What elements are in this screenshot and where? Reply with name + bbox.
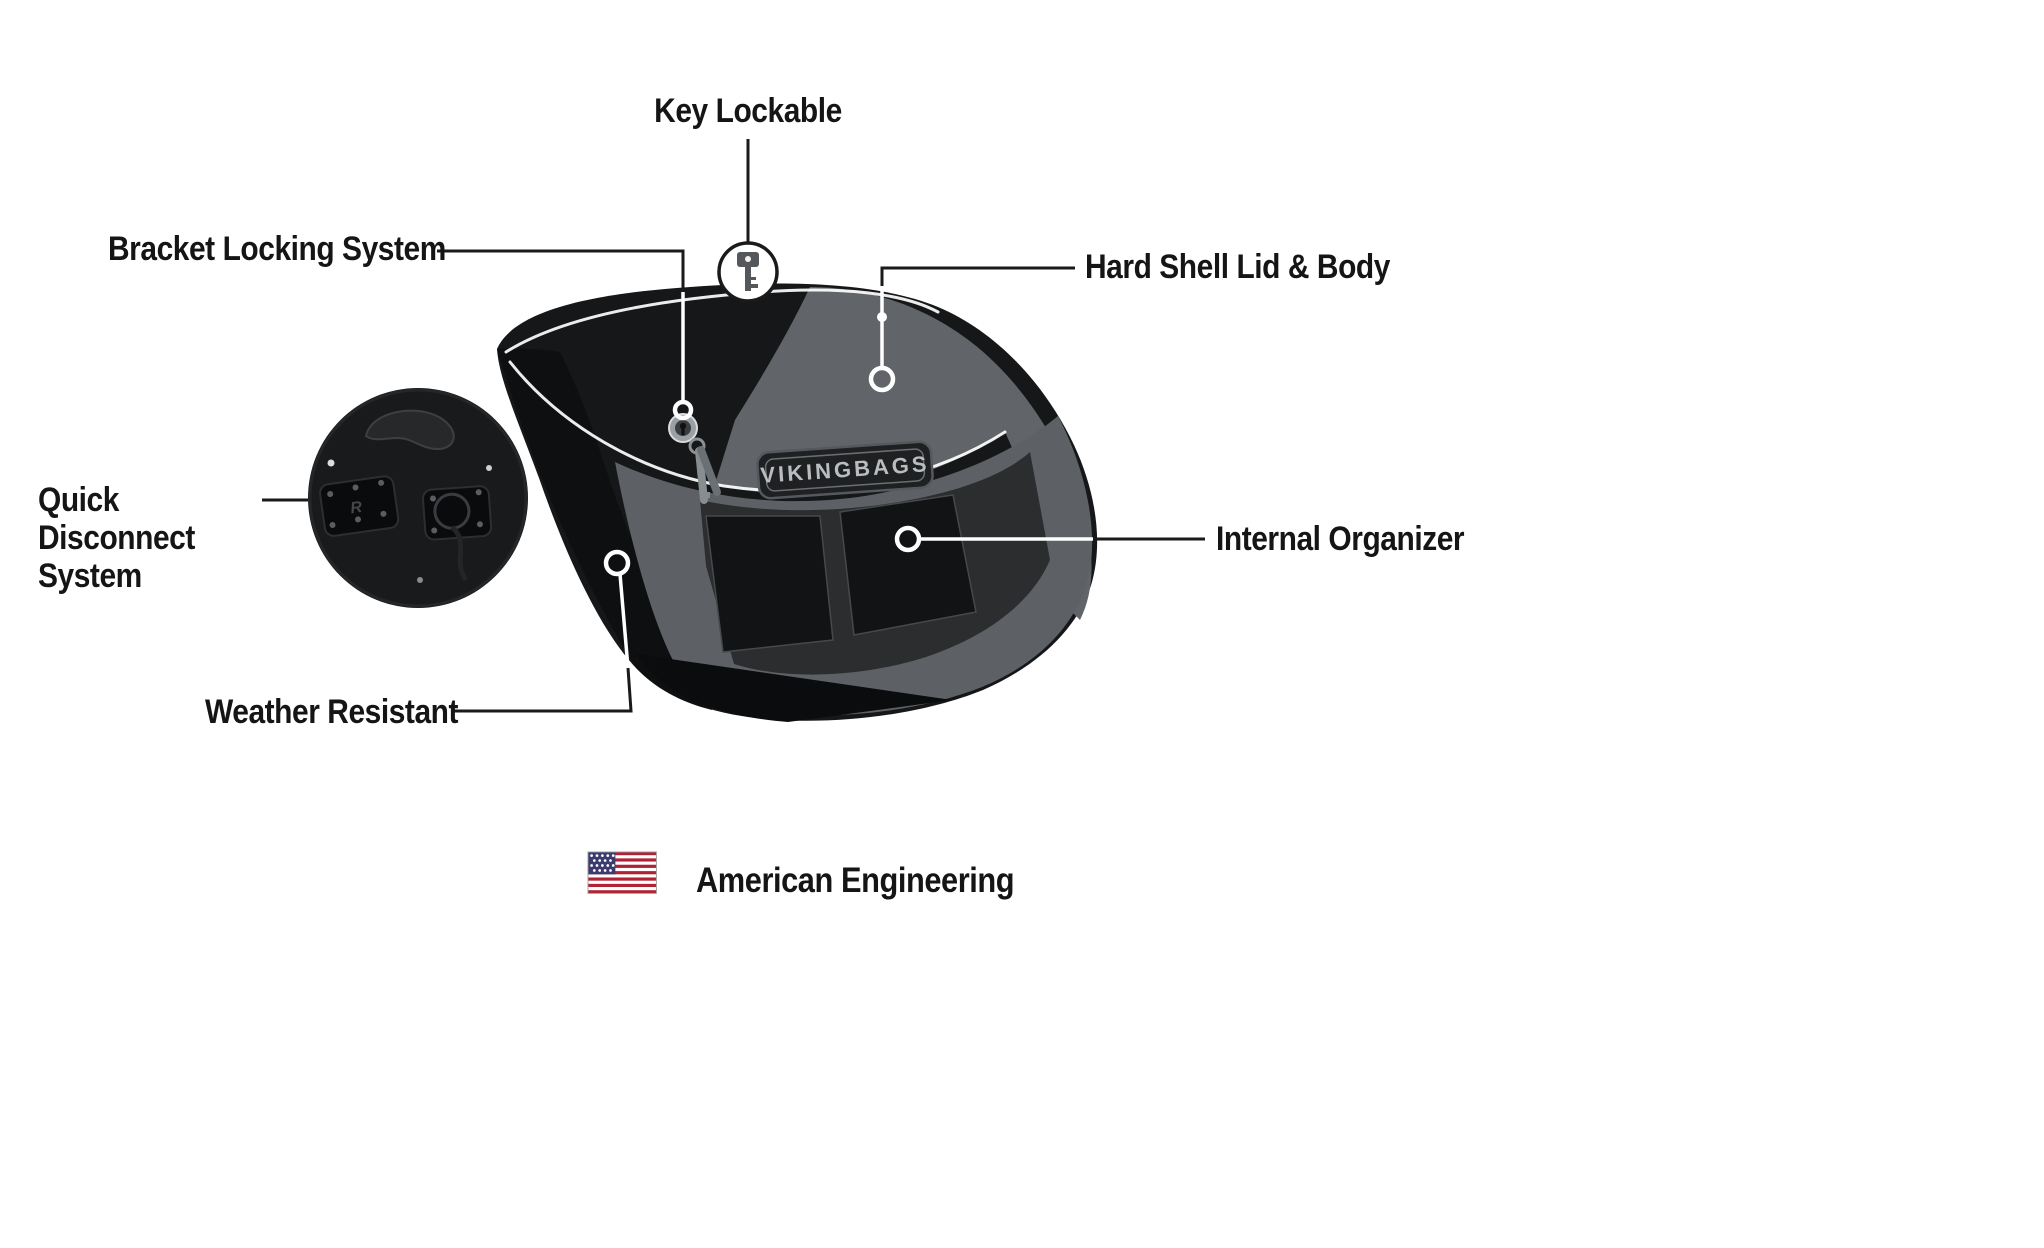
inset-hook [364,409,455,451]
bracket-locking-line [437,249,685,292]
inset-screw-left [327,459,335,467]
weather-resistant-line [452,667,633,713]
organizer-pocket-right [839,494,977,636]
weather-resistant-marker [603,549,631,577]
hard-shell-marker [868,365,896,393]
callout-label-bracket-locking-system: Bracket Locking System [108,230,446,268]
internal-organizer-marker [894,525,922,553]
hard-shell-line [880,266,1075,286]
weather-resistant-line-on-bag [618,573,630,669]
lock-and-keys [668,413,721,504]
inset-bracket-plate-left: R [319,475,400,537]
saddlebag-illustration: VIKINGBAGS [497,283,1098,722]
callout-label-weather-resistant: Weather Resistant [205,693,459,731]
bag-bottom-wedge [636,654,952,722]
hard-shell-dot [877,312,887,322]
organizer-pocket-left [705,515,834,653]
bracket-locking-marker [672,399,694,421]
callout-label-key-lockable: Key Lockable [654,92,842,130]
callout-label-internal-organizer: Internal Organizer [1216,520,1465,558]
callout-label-hard-shell-lid-body: Hard Shell Lid & Body [1085,248,1390,286]
inset-screw-right [486,465,492,471]
footer-american-engineering: American Engineering [696,861,1015,900]
callout-lines [262,139,1205,713]
vikingbags-badge: VIKINGBAGS [756,440,934,500]
inset-screw-bottom [417,577,423,583]
inset-bracket-plate-right [422,485,493,541]
quick-disconnect-inset: R [308,388,528,608]
inset-cable [450,525,469,582]
callout-label-quick-disconnect-system: Quick Disconnect System [38,481,195,596]
key-icon [737,252,759,291]
svg-text:R: R [349,499,363,518]
us-flag-icon [587,851,657,894]
